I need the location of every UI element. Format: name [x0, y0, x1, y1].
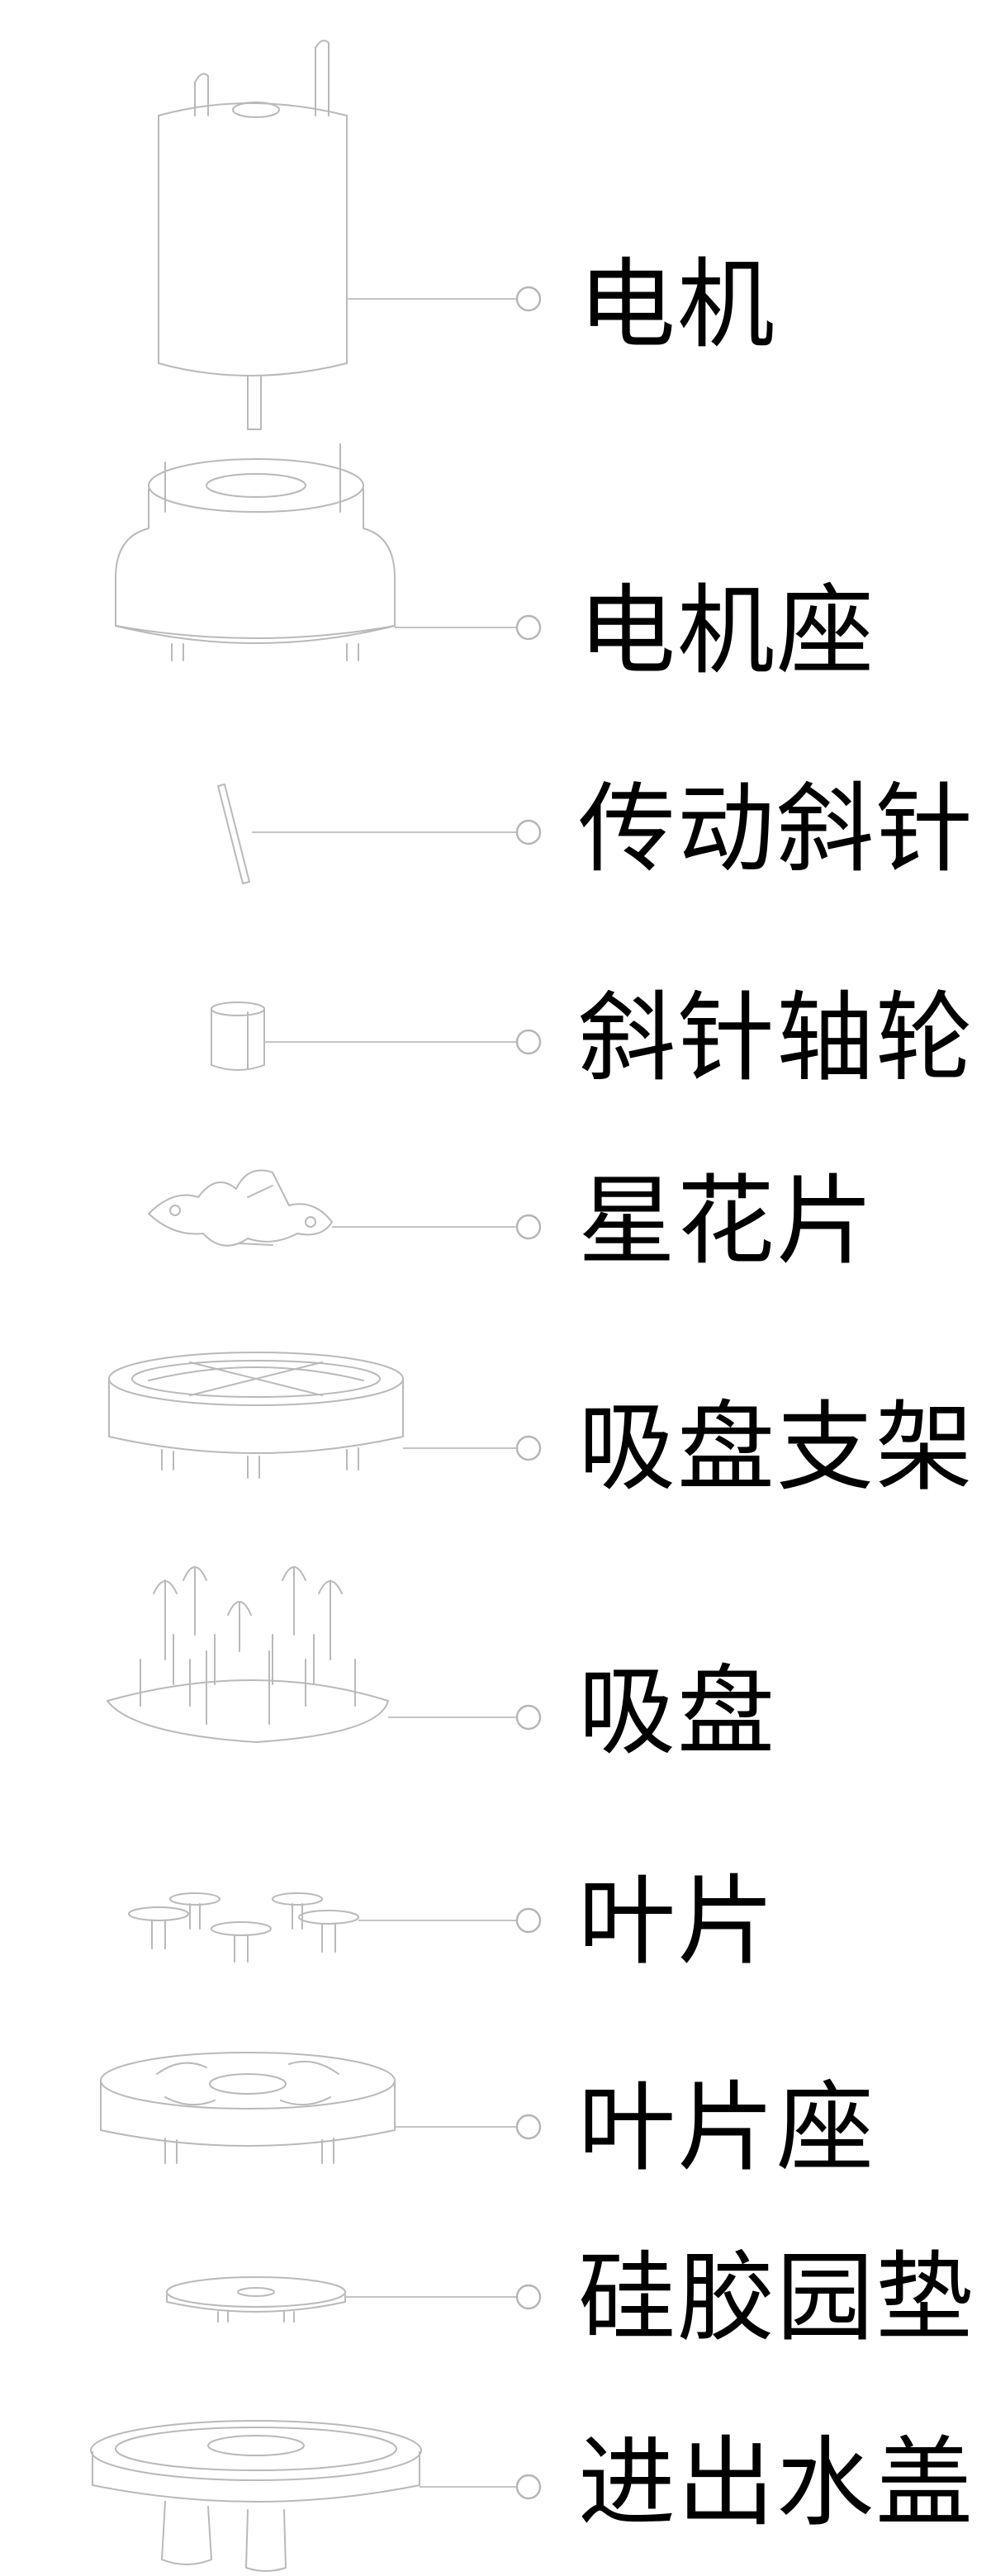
motor-seat-label: 电机座: [578, 574, 876, 688]
blade-seat-label: 叶片座: [578, 2071, 876, 2185]
suction-bracket-label: 吸盘支架: [578, 1390, 975, 1504]
star-plate-drawing: [148, 1169, 333, 1247]
suction-cup-drawing: [107, 1566, 389, 1743]
suction-cup-callout-dot: [515, 1704, 542, 1731]
motor-drawing: [158, 40, 348, 430]
blade-seat-drawing: [100, 2052, 396, 2164]
blade-callout-dot: [515, 1907, 542, 1934]
suction-bracket-callout-dot: [515, 1435, 542, 1461]
silicone-gasket-label: 硅胶园垫: [578, 2241, 975, 2355]
motor-label: 电机: [578, 248, 777, 362]
silicone-gasket-callout-dot: [515, 2284, 542, 2310]
drive-pin-callout-dot: [515, 819, 542, 845]
inlet-outlet-cover-label: 进出水盖: [578, 2426, 975, 2540]
silicone-gasket-drawing: [166, 2276, 346, 2323]
pin-axle-wheel-callout-dot: [515, 1029, 542, 1055]
suction-cup-label: 吸盘: [578, 1655, 777, 1769]
inlet-outlet-cover-drawing: [90, 2420, 422, 2572]
drive-pin-drawing: [217, 784, 250, 884]
star-plate-callout-dot: [515, 1214, 542, 1240]
pin-axle-wheel-drawing: [211, 1002, 265, 1071]
blade-seat-callout-dot: [515, 2114, 542, 2140]
blade-label: 叶片: [578, 1864, 777, 1978]
star-plate-label: 星花片: [578, 1164, 876, 1278]
blade-drawing: [128, 1892, 359, 1963]
motor-seat-drawing: [115, 443, 396, 661]
inlet-outlet-cover-callout-dot: [515, 2474, 542, 2500]
drive-pin-label: 传动斜针: [578, 772, 975, 886]
motor-callout-dot: [515, 286, 542, 312]
suction-bracket-drawing: [108, 1352, 404, 1479]
motor-seat-callout-dot: [515, 614, 542, 641]
pin-axle-wheel-label: 斜针轴轮: [578, 981, 975, 1095]
